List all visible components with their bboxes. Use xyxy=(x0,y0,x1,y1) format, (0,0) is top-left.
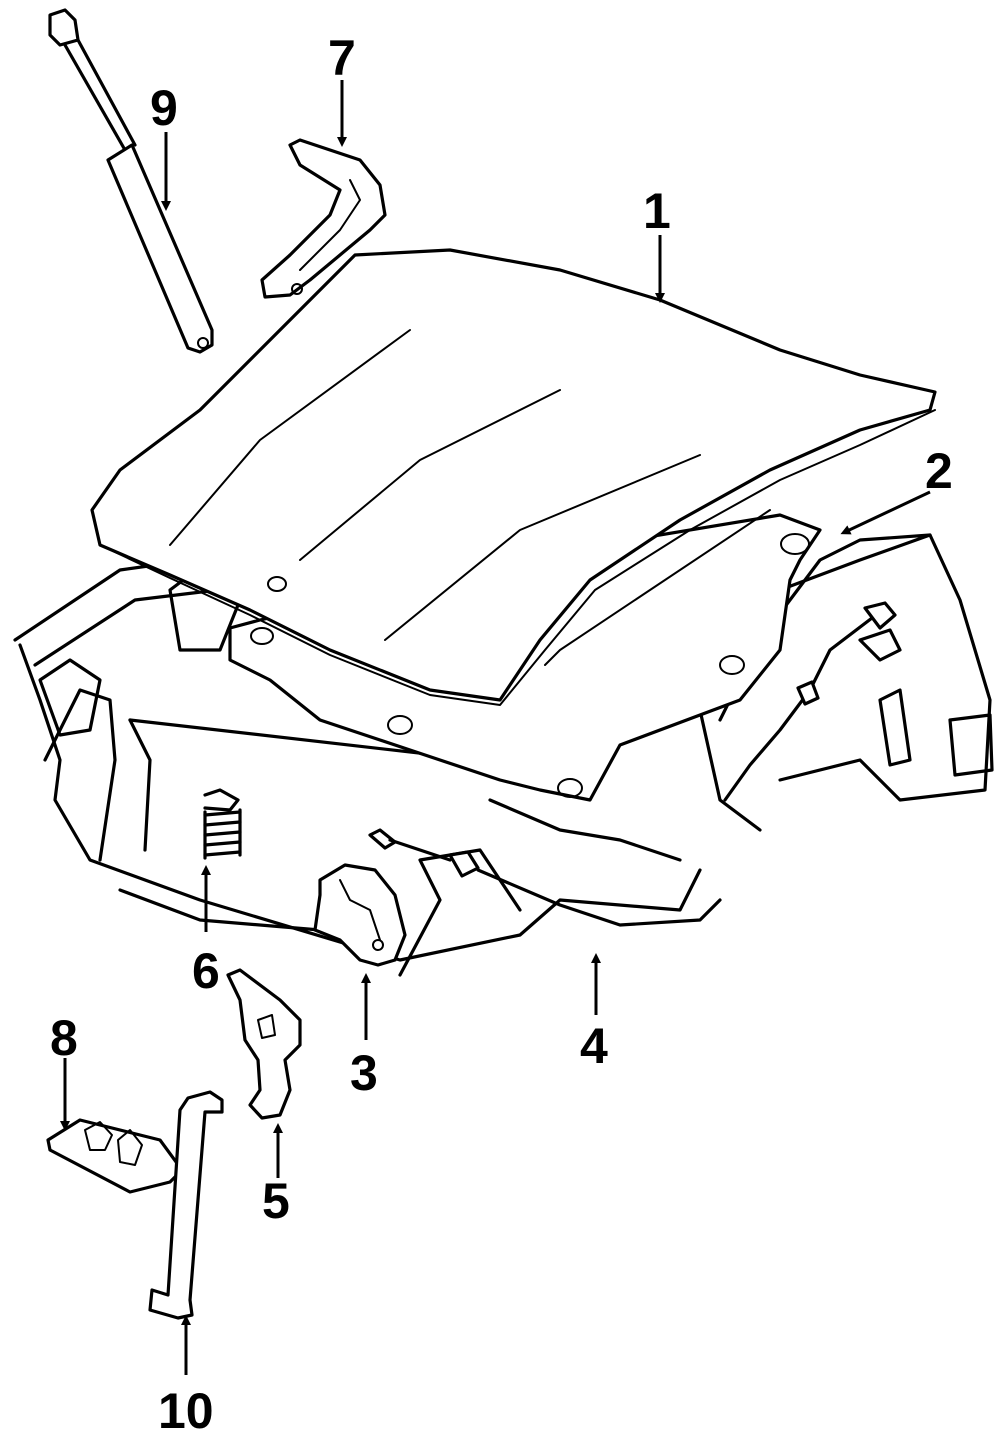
part-4-release-cable xyxy=(368,601,897,927)
callout-numbers: 1 2 3 4 5 6 7 8 9 10 xyxy=(50,30,953,1439)
callout-10: 10 xyxy=(158,1383,214,1439)
part-8-bumper-bracket xyxy=(46,1118,184,1194)
callout-4: 4 xyxy=(580,1018,608,1074)
part-10-prop-rod xyxy=(148,1090,224,1320)
callout-1: 1 xyxy=(643,183,671,239)
leader-2 xyxy=(840,490,931,535)
callout-8: 8 xyxy=(50,1010,78,1066)
part-7-hood-hinge xyxy=(260,138,387,299)
callout-9: 9 xyxy=(150,80,178,136)
callout-3: 3 xyxy=(350,1045,378,1101)
callout-2: 2 xyxy=(925,443,953,499)
part-6-spring xyxy=(203,788,242,860)
part-5-safety-catch xyxy=(226,968,302,1120)
callout-7: 7 xyxy=(328,30,356,86)
callout-6: 6 xyxy=(192,943,220,999)
part-9-lift-support xyxy=(48,8,214,354)
callout-leaders xyxy=(60,80,931,1375)
callout-5: 5 xyxy=(262,1173,290,1229)
radiator-support-structure xyxy=(13,533,994,977)
part-3-hood-latch xyxy=(313,863,407,967)
part-1-hood xyxy=(90,248,937,706)
